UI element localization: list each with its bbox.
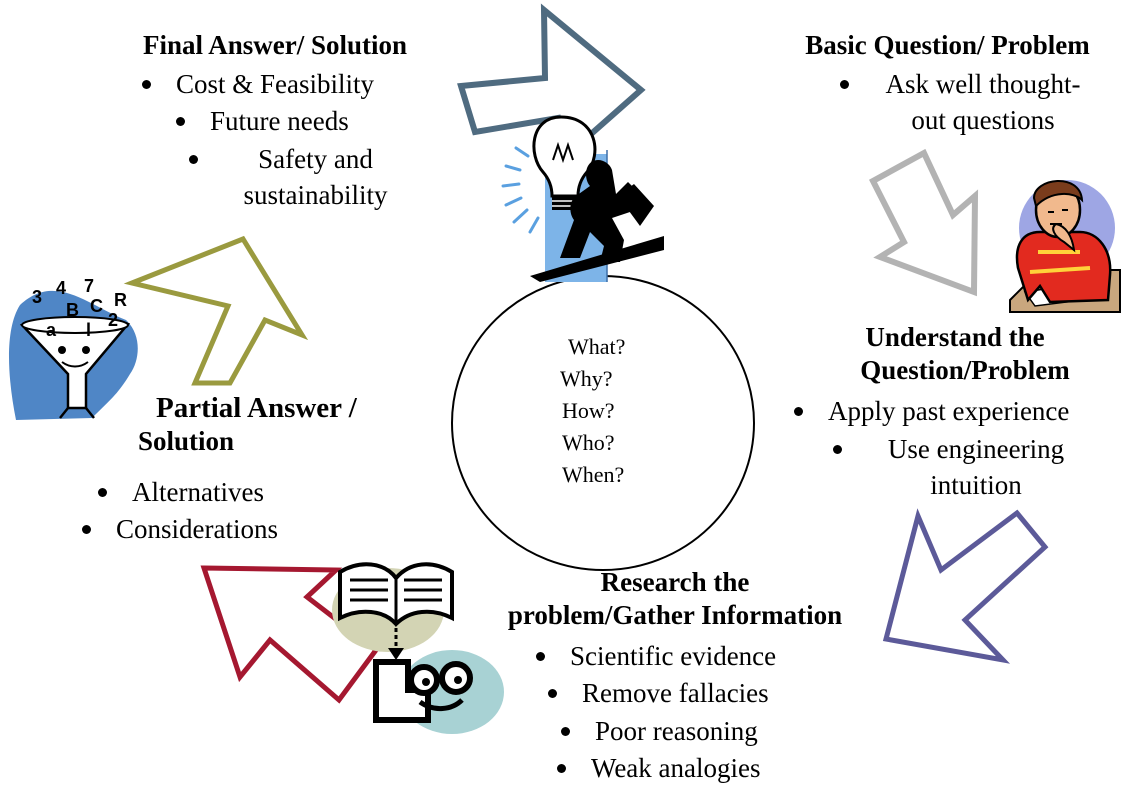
final-answer-list: Safety and sustainability — [183, 141, 408, 213]
bullet-icon — [536, 652, 545, 661]
arrow-top-icon — [457, 3, 646, 163]
funnel-icon: 3 4 7 B C R a l 2 — [9, 276, 138, 420]
funnel-letter: a — [46, 320, 57, 340]
question-text: Who? — [562, 430, 615, 455]
list-item: Remove fallacies — [542, 675, 769, 711]
funnel-letter: C — [90, 296, 103, 316]
basic-question-block: Basic Question/ Problem — [770, 29, 1125, 62]
partial-answer-title: Solution — [138, 426, 235, 456]
arrow-right-bottom-icon — [882, 508, 1049, 664]
funnel-letter: B — [66, 300, 79, 320]
research-block: Research the problem/Gather Information — [470, 566, 880, 632]
list-item: Scientific evidence — [530, 638, 776, 674]
final-answer-block: Final Answer/ Solution — [100, 29, 450, 62]
partial-answer-title: Partial Answer / — [156, 392, 357, 424]
list-item: Safety and sustainability — [183, 141, 408, 213]
list-item: Weak analogies — [551, 750, 761, 786]
bullet-icon — [794, 407, 803, 416]
list-item: Poor reasoning — [555, 713, 758, 749]
final-answer-title: Final Answer/ Solution — [142, 30, 408, 60]
basic-question-title: Basic Question/ Problem — [805, 30, 1090, 60]
final-answer-list: Future needs — [170, 103, 349, 139]
partial-answer-block: Partial Answer / Solution — [132, 392, 402, 458]
book-face-icon — [332, 562, 504, 734]
funnel-letter: 7 — [84, 276, 94, 296]
understand-title: Understand the — [865, 322, 1045, 352]
understand-list: Use engineering intuition — [827, 431, 1085, 503]
understand-list: Apply past experience — [788, 393, 1069, 429]
partial-answer-list: Alternatives — [92, 474, 264, 510]
research-title: Research the — [600, 567, 750, 597]
bullet-icon — [557, 764, 566, 773]
list-item: Alternatives — [92, 474, 264, 510]
research-list: Weak analogies — [551, 750, 761, 786]
understand-block: Understand the Question/Problem — [820, 321, 1110, 387]
question-text: When? — [562, 462, 625, 487]
bullet-icon — [548, 689, 557, 698]
list-item: Apply past experience — [788, 393, 1069, 429]
final-answer-list: Cost & Feasibility — [136, 66, 374, 102]
question-text: How? — [562, 398, 615, 423]
bullet-icon — [840, 80, 849, 89]
research-list: Remove fallacies — [542, 675, 769, 711]
bullet-icon — [561, 727, 570, 736]
center-questions: What? Why? How? Who? When? — [560, 331, 626, 491]
research-list: Poor reasoning — [555, 713, 758, 749]
list-item: Future needs — [170, 103, 349, 139]
list-item: Cost & Feasibility — [136, 66, 374, 102]
funnel-letter: 2 — [108, 310, 118, 330]
bullet-icon — [833, 445, 842, 454]
funnel-letter: 3 — [32, 287, 42, 307]
arrow-right-top-icon — [869, 148, 979, 297]
funnel-letter: R — [114, 290, 127, 310]
bullet-icon — [189, 155, 198, 164]
partial-answer-list: Considerations — [76, 511, 278, 547]
funnel-letter: 4 — [56, 278, 66, 298]
bullet-icon — [142, 80, 151, 89]
thinking-man-icon — [1009, 180, 1121, 313]
list-item: Use engineering intuition — [827, 431, 1085, 503]
lightbulb-man-icon — [501, 115, 664, 282]
arrow-bottom-left-icon — [200, 565, 380, 704]
question-text: Why? — [560, 366, 613, 391]
research-list: Scientific evidence — [530, 638, 776, 674]
understand-title: Question/Problem — [860, 355, 1070, 385]
bullet-icon — [176, 117, 185, 126]
list-item: Considerations — [76, 511, 278, 547]
bullet-icon — [98, 488, 107, 497]
bullet-icon — [82, 525, 91, 534]
funnel-letter: l — [86, 320, 91, 340]
list-item: Ask well thought-out questions — [834, 66, 1092, 138]
basic-question-list: Ask well thought-out questions — [834, 66, 1092, 138]
research-title: problem/Gather Information — [507, 600, 843, 630]
arrow-left-icon — [123, 235, 309, 386]
question-text: What? — [568, 334, 626, 359]
